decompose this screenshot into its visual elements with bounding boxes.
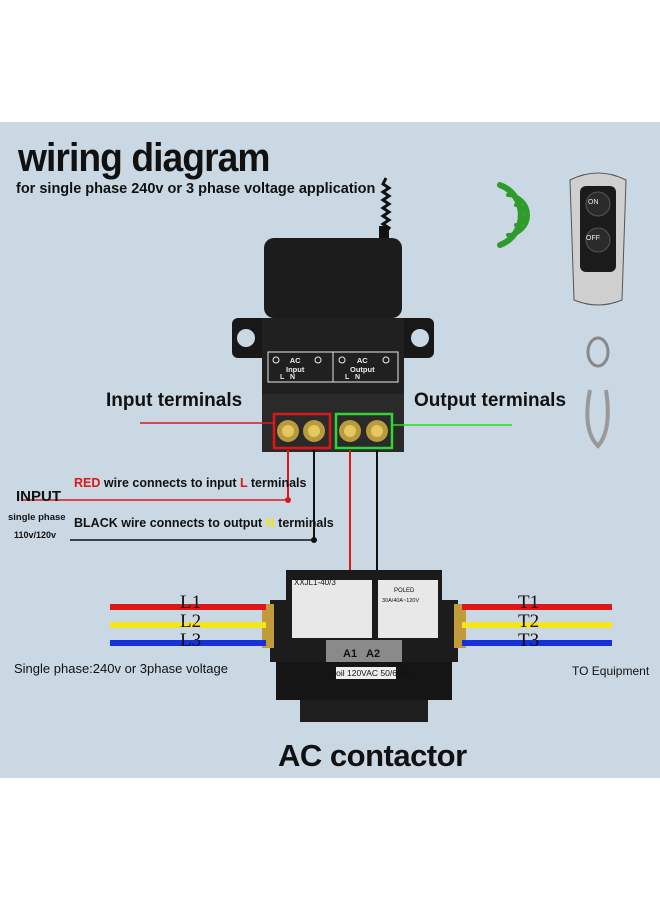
contactor-coil: Coil 120VAC 50/60Hz [330, 668, 413, 678]
page-title: wiring diagram [18, 136, 270, 180]
remote-control [569, 172, 627, 449]
antenna-base [379, 226, 389, 240]
black-word: BLACK [74, 516, 118, 530]
input-terminals-label: Input terminals [106, 390, 243, 411]
to-equipment-label: TO Equipment [572, 664, 650, 678]
red-word: RED [74, 476, 101, 490]
red-l-letter: L [240, 476, 248, 490]
contactor-model: XXJL1-40/3 [294, 578, 336, 587]
contactor-a1: A1 [343, 648, 358, 660]
receiver-output-terms: L N [345, 374, 361, 381]
t3-label: T3 [518, 630, 540, 651]
black-wire-note: BLACK wire connects to output N terminal… [74, 516, 334, 530]
black-note-text-1: wire connects to output [117, 516, 266, 530]
input-sub-1: single phase [8, 512, 66, 523]
remote-on-label: ON [588, 199, 599, 206]
antenna [380, 177, 392, 233]
receiver-input-terms: L N [280, 374, 296, 381]
t2-label: T2 [518, 611, 540, 632]
terminal-block [272, 412, 394, 450]
output-terminals-label: Output terminals [414, 390, 567, 411]
l1-label: L1 [180, 592, 202, 613]
contactor-a2: A2 [366, 648, 381, 660]
contactor-brand: POLED [394, 588, 415, 594]
black-note-text-2: terminals [274, 516, 334, 530]
l2-label: L2 [180, 611, 202, 632]
signal-waves-icon [497, 182, 530, 248]
receiver-output-label: AC Output [350, 356, 375, 374]
ac-contactor [262, 570, 466, 722]
l3-label: L3 [180, 630, 202, 651]
single-phase-label: Single phase:240v or 3phase voltage [14, 661, 228, 676]
page-subtitle: for single phase 240v or 3 phase voltage… [16, 181, 376, 197]
contactor-rating: 30A/40A~120V [382, 598, 420, 604]
input-title: INPUT [16, 488, 61, 505]
receiver-module [232, 238, 434, 452]
remote-off-label: OFF [586, 235, 600, 242]
black-n-letter: N [265, 516, 275, 530]
ac-contactor-title: AC contactor [278, 738, 467, 773]
t1-label: T1 [518, 592, 540, 613]
receiver-input-label: AC Input [286, 356, 305, 374]
red-wire-note: RED wire connects to input L terminals [74, 476, 306, 490]
red-note-text-1: wire connects to input [100, 476, 240, 490]
input-sub-2: 110v/120v [14, 530, 57, 540]
red-note-text-2: terminals [247, 476, 307, 490]
